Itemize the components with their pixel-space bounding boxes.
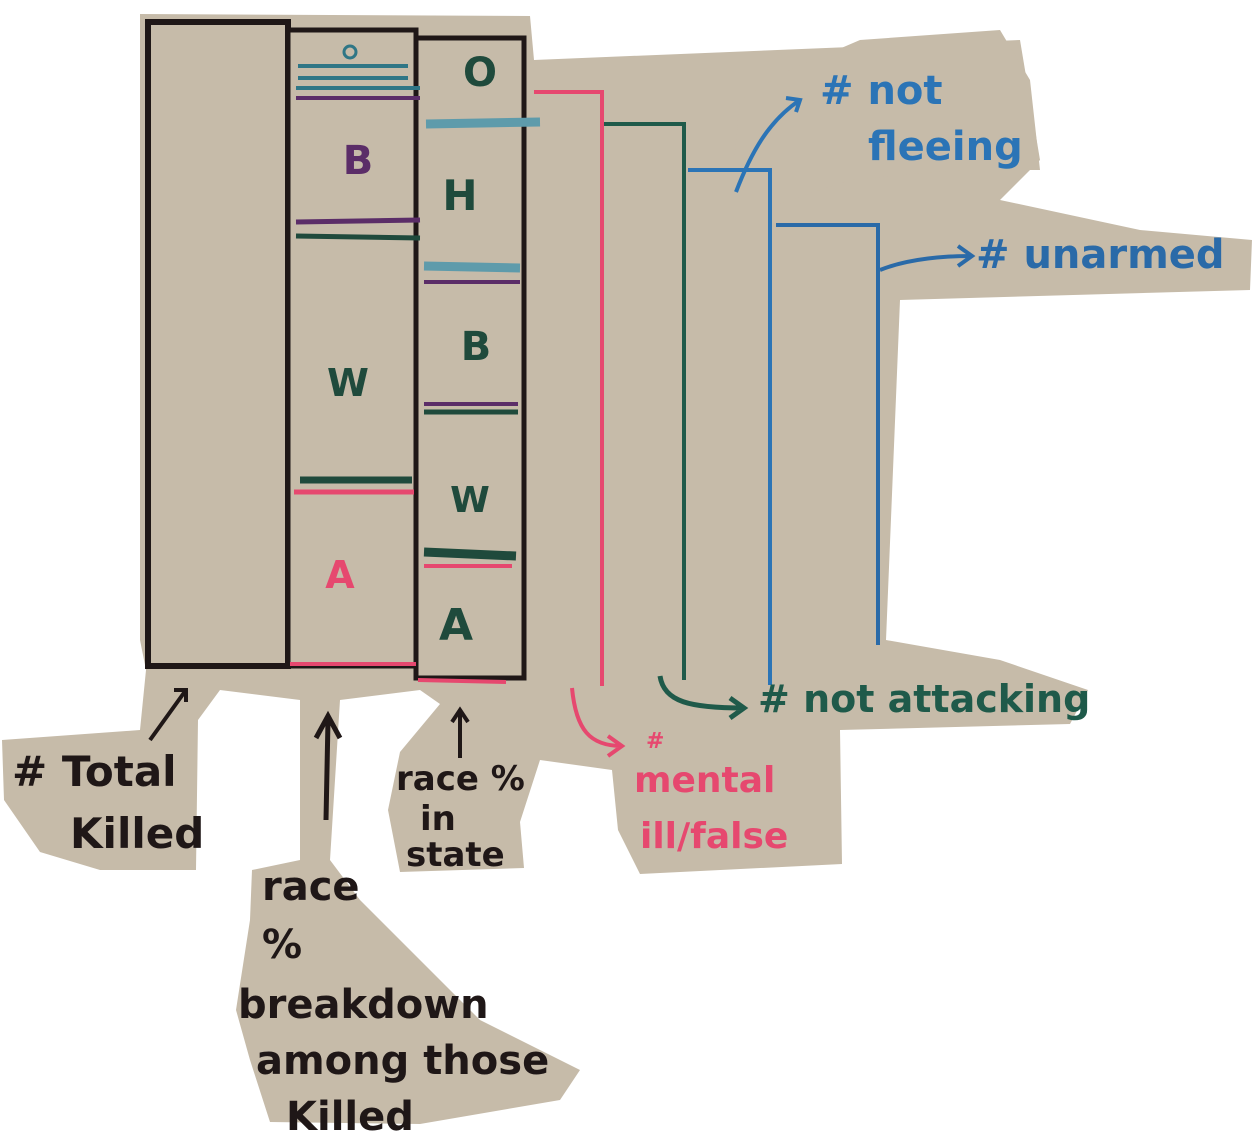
label-mental-illness-line2: mental xyxy=(634,760,775,801)
segment-label-asian-killed: A xyxy=(325,553,355,597)
label-race-in-state-line2: in xyxy=(420,799,456,839)
label-race-breakdown: race % breakdown among those Killed xyxy=(238,864,563,1133)
label-race-breakdown-line3: breakdown xyxy=(238,982,489,1028)
race-killed-dividers xyxy=(290,64,421,666)
label-race-breakdown-line5: Killed xyxy=(286,1094,414,1133)
segment-label-white-state: W xyxy=(450,480,490,521)
label-total-killed-line2: Killed xyxy=(70,809,204,858)
label-race-in-state: race % in state xyxy=(396,759,537,875)
column-fill xyxy=(288,30,416,666)
column-race-killed xyxy=(285,27,419,669)
column-race-state xyxy=(413,35,527,681)
label-unarmed: # unarmed xyxy=(976,232,1225,278)
segment-label-hispanic-state: H xyxy=(442,171,477,220)
segment-label-black-state: B xyxy=(461,324,492,370)
column-fill xyxy=(148,22,288,666)
bar-unarmed xyxy=(770,223,880,645)
arrow-not-attacking xyxy=(657,675,749,721)
segment-label-white-killed: W xyxy=(327,361,369,405)
arrow-unarmed xyxy=(879,244,976,272)
column-total-killed xyxy=(145,19,291,669)
segment-label-other-state: O xyxy=(463,50,497,96)
label-not-fleeing: # not fleeing xyxy=(820,68,1023,170)
arrow-mental-illness xyxy=(570,687,626,758)
label-mental-illness-line1: # xyxy=(646,729,664,754)
segment-label-asian-state: A xyxy=(439,600,473,651)
paper-piece xyxy=(730,30,1040,210)
label-mental-illness-line3: ill/false xyxy=(640,816,788,857)
small-circle-glyph xyxy=(342,44,358,60)
label-mental-illness: # mental ill/false xyxy=(634,716,788,857)
segment-label-black-killed: B xyxy=(343,138,374,184)
label-race-in-state-line3: state xyxy=(406,835,505,875)
label-race-breakdown-line4: among those xyxy=(256,1038,549,1084)
bar-mental-illness xyxy=(518,88,604,688)
label-not-fleeing-line1: # not xyxy=(820,68,943,114)
arrow-not-fleeing xyxy=(734,96,803,193)
arrow-total-killed xyxy=(148,688,188,742)
label-race-in-state-line1: race % xyxy=(396,759,525,799)
label-race-breakdown-line2: % xyxy=(262,922,302,968)
label-not-fleeing-line2: fleeing xyxy=(868,124,1023,170)
race-state-dividers xyxy=(417,117,541,684)
label-race-breakdown-line1: race xyxy=(262,864,360,910)
arrow-race-breakdown xyxy=(313,710,343,821)
label-total-killed: # Total Killed xyxy=(12,747,204,858)
arrow-race-in-state xyxy=(450,706,470,758)
column-fill xyxy=(416,38,524,678)
label-total-killed-line1: # Total xyxy=(12,747,177,796)
label-not-attacking: # not attacking xyxy=(758,677,1090,721)
bar-not-fleeing xyxy=(686,168,776,685)
bar-not-attacking xyxy=(602,122,688,688)
